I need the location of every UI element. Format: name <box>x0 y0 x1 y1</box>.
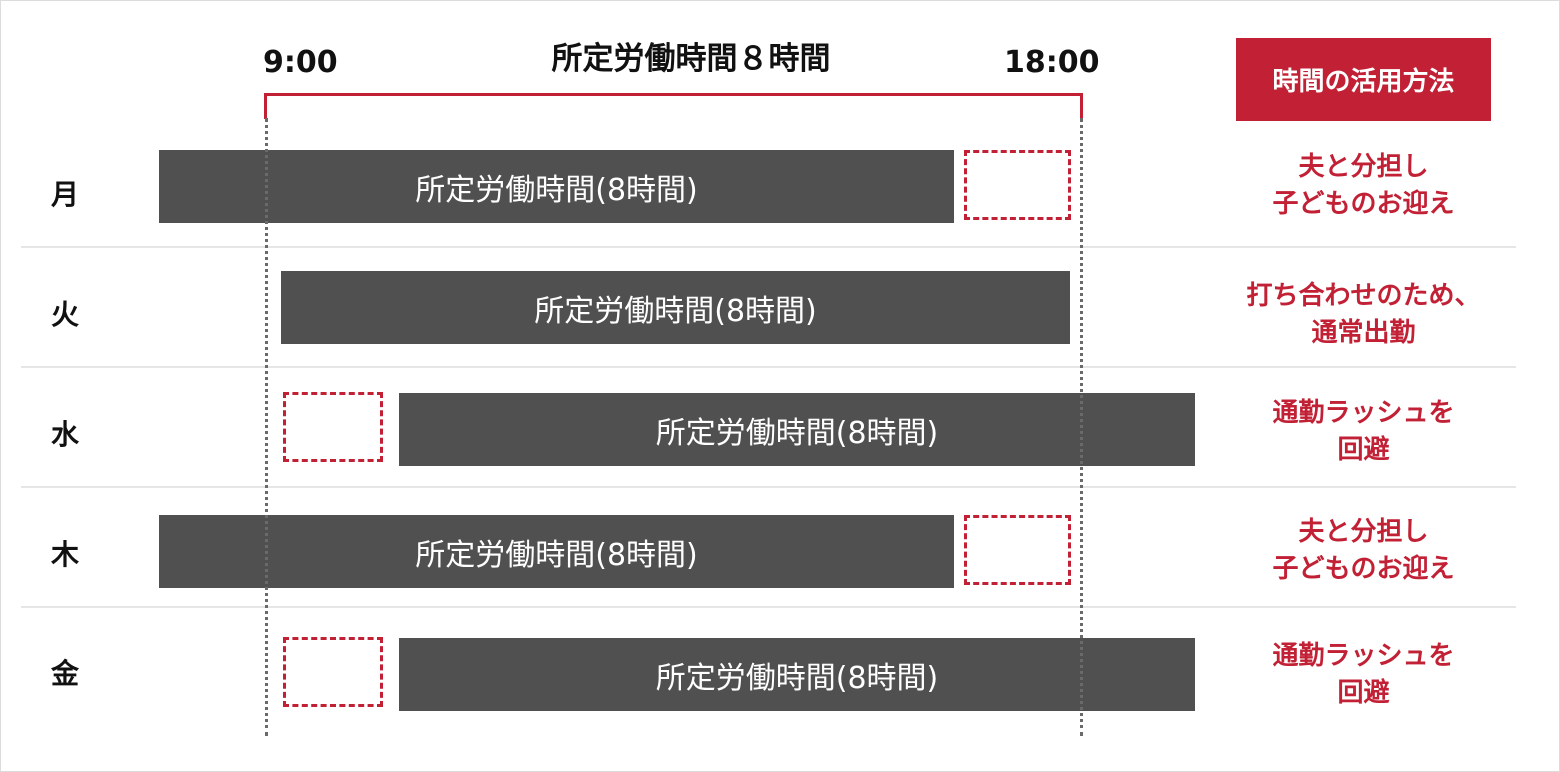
usage-text-tuesday: 打ち合わせのため、 通常出勤 <box>1231 278 1496 352</box>
day-label-monday: 月 <box>51 178 80 211</box>
end-time-guide-line <box>1080 118 1083 736</box>
usage-line: 子どものお迎え <box>1272 554 1455 584</box>
flex-time-box <box>964 150 1071 220</box>
usage-line: 打ち合わせのため、 <box>1246 281 1481 311</box>
bracket-left-leg <box>264 93 267 119</box>
day-label-thursday: 木 <box>51 538 80 571</box>
end-time-label: 18:00 <box>1004 45 1100 80</box>
bracket-right-leg <box>1080 93 1083 119</box>
day-label-tuesday: 火 <box>51 298 80 331</box>
usage-line: 回避 <box>1337 678 1390 708</box>
usage-line: 夫と分担し <box>1298 152 1429 182</box>
usage-text-thursday: 夫と分担し 子どものお迎え <box>1231 514 1496 588</box>
work-hours-bar: 所定労働時間(8時間) <box>399 393 1195 466</box>
usage-method-badge: 時間の活用方法 <box>1236 38 1491 121</box>
work-hours-bar: 所定労働時間(8時間) <box>159 150 954 223</box>
flex-time-box <box>283 637 383 707</box>
day-label-friday: 金 <box>51 657 80 690</box>
usage-text-monday: 夫と分担し 子どものお迎え <box>1231 149 1496 223</box>
day-label-wednesday: 水 <box>51 418 80 451</box>
row-separator <box>21 366 1516 368</box>
start-time-guide-line <box>265 118 268 736</box>
bracket-top-line <box>264 93 1083 96</box>
work-hours-bar: 所定労働時間(8時間) <box>399 638 1195 711</box>
work-hours-bar: 所定労働時間(8時間) <box>281 271 1070 344</box>
flex-time-box <box>283 392 383 462</box>
usage-line: 夫と分担し <box>1298 517 1429 547</box>
row-separator <box>21 246 1516 248</box>
usage-line: 回避 <box>1337 435 1390 465</box>
usage-text-wednesday: 通勤ラッシュを 回避 <box>1231 395 1496 469</box>
usage-line: 通勤ラッシュを <box>1272 398 1455 428</box>
usage-line: 子どものお迎え <box>1272 189 1455 219</box>
work-hours-bar: 所定労働時間(8時間) <box>159 515 954 588</box>
flex-time-box <box>964 515 1071 585</box>
row-separator <box>21 606 1516 608</box>
usage-line: 通勤ラッシュを <box>1272 641 1455 671</box>
standard-hours-title: 所定労働時間８時間 <box>551 41 831 77</box>
usage-text-friday: 通勤ラッシュを 回避 <box>1231 638 1496 712</box>
usage-line: 通常出勤 <box>1311 318 1416 348</box>
row-separator <box>21 486 1516 488</box>
start-time-label: 9:00 <box>263 45 338 80</box>
